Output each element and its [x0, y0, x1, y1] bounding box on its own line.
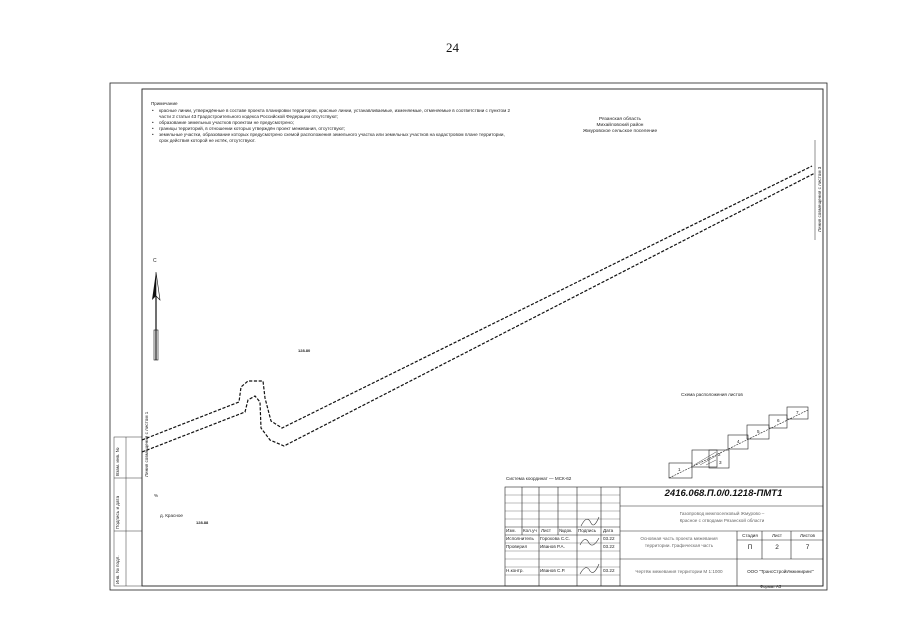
stamp-header-sign: Подпись — [578, 528, 597, 533]
stamp-person: Горохова С.С. — [540, 536, 571, 541]
north-arrow-icon — [152, 271, 161, 361]
list-item: границы территорий, в отношении которых … — [152, 126, 511, 132]
scheme-sheet-4 — [727, 434, 749, 450]
drawing-title-line: Основная часть проекта межевания — [640, 536, 718, 541]
list-item: красные линии, утверждённые в составе пр… — [152, 108, 511, 120]
stamp-person: Иванов Р.А. — [540, 544, 565, 549]
company-name: ООО "ТрансСтройИнжиниринг" — [747, 569, 814, 574]
signature-marks — [579, 516, 600, 575]
inner-frame — [141, 88, 824, 587]
sheet-layout-scheme — [668, 406, 809, 479]
vertical-mark: % — [154, 493, 159, 498]
list-item: земельные участки, образование которых п… — [152, 132, 511, 144]
stamp-date: 03.22 — [603, 536, 615, 541]
region-line: Рязанская область — [598, 117, 642, 122]
spot-height: 128.88 — [196, 520, 209, 525]
object-name: Газопровод межпоселковый Жмурово – Красн… — [622, 510, 822, 524]
stamp-date: 03.22 — [603, 568, 615, 573]
page-number: 24 — [446, 40, 459, 55]
notes-block: Примечание красные линии, утверждённые в… — [151, 101, 511, 144]
stage-value: П — [747, 544, 753, 551]
sheets-label: Листов — [800, 533, 815, 538]
stamp-header-list: Лист — [541, 528, 551, 533]
stamp-role: Н.контр. — [506, 568, 524, 573]
sheet-scheme-title: Схема расположения листов — [681, 392, 743, 397]
spot-height: 128.80 — [298, 348, 311, 353]
drawing-title: Основная часть проекта межевания террито… — [622, 535, 736, 549]
object-name-line: Красное с отводами Рязанской области — [679, 518, 765, 523]
village-label: д. Красное — [160, 513, 183, 518]
pipeline-corridor — [141, 165, 816, 453]
match-line-label-right: Линия совмещения с листом 3 — [817, 166, 822, 232]
scheme-sheet-number: 7 — [796, 410, 799, 415]
object-name-line: Газопровод межпоселковый Жмурово – — [679, 511, 765, 516]
scheme-sheet-1 — [668, 462, 693, 479]
stamp-role: Исполнитель — [506, 536, 534, 541]
drawing-name: Чертёж межевания территории М 1:1000 — [635, 569, 723, 574]
side-strip-label: Подпись и дата — [115, 495, 120, 529]
match-line-label-left: Линия совмещения с листом 1 — [144, 411, 149, 477]
scheme-sheet-number: 6 — [777, 418, 780, 423]
list-item: образование земельных участков проектом … — [152, 120, 511, 126]
scheme-sheet-2 — [691, 449, 718, 468]
paper-format: Формат А3 — [760, 584, 782, 589]
stamp-grid — [504, 486, 824, 587]
sheet-label: Лист — [772, 533, 782, 538]
stamp-role: Проверил — [506, 544, 528, 549]
notes-list: красные линии, утверждённые в составе пр… — [151, 108, 511, 145]
coordinate-system-label: Система координат — МСК-62 — [506, 476, 572, 481]
region-label: Рязанская область Михайловский район Жму… — [560, 117, 680, 136]
north-label: С — [153, 258, 157, 264]
scheme-sheet-7 — [786, 406, 809, 420]
sheets-total-value: 7 — [805, 544, 810, 551]
outer-frame — [109, 82, 828, 591]
scheme-sheet-number: 5 — [757, 429, 760, 434]
region-line: Жмуровское сельское поселение — [582, 129, 658, 135]
sheet-value: 2 — [775, 544, 779, 551]
scheme-sheet-number: 1 — [678, 467, 681, 472]
stamp-header-date: Дата — [603, 528, 614, 533]
stage-label: Стадия — [742, 533, 758, 538]
stamp-header-izm: Изм. — [506, 528, 516, 533]
scheme-sheet-number: 3 — [719, 460, 722, 465]
region-line: Михайловский район — [596, 123, 644, 129]
scheme-sheet-number: 2 — [718, 452, 721, 457]
stamp-date: 03.22 — [603, 544, 615, 549]
scheme-sheet-6 — [768, 414, 788, 429]
scheme-sheet-number: 4 — [737, 439, 740, 444]
scheme-sheet-3 — [708, 449, 730, 469]
stamp-person: Иванов С.Р. — [540, 568, 566, 573]
notes-title: Примечание — [151, 101, 178, 106]
side-strip — [113, 436, 143, 587]
stamp-header-doc: №док. — [559, 528, 573, 533]
side-strip-label: Инв. № подл. — [115, 555, 120, 584]
scheme-sheet-5 — [746, 424, 770, 440]
drawing-title-line: территории. Графическая часть — [644, 543, 714, 548]
document-code: 2416.068.П.0/0.1218-ПМТ1 — [664, 488, 783, 499]
stamp-header-kol: Кол.уч — [523, 528, 537, 533]
side-strip-label: Взам. инв. № — [115, 447, 120, 476]
